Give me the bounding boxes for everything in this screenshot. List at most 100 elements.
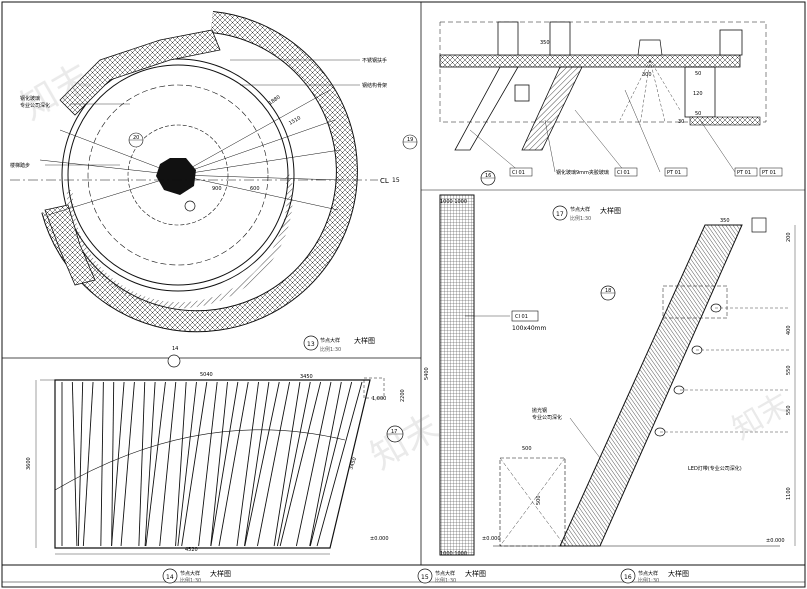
- d17-tags: CI 01 钢化玻璃9mm夹胶玻璃 CI 01 PT 01 PT 01 PT 0…: [509, 167, 783, 177]
- svg-text:17: 17: [556, 211, 564, 218]
- slat-line: [276, 381, 311, 547]
- title-16: 16 节点大样 大样图 比例1:30: [620, 568, 689, 584]
- dim-4520: 4520: [185, 547, 198, 553]
- svg-text:比例1:30: 比例1:30: [638, 577, 659, 584]
- dim-3600: 3600: [26, 457, 32, 470]
- svg-text:知末: 知末: [727, 387, 796, 447]
- dim-5400: 5400: [424, 367, 430, 380]
- svg-text:比例1:30: 比例1:30: [320, 346, 341, 353]
- svg-text:节点大样: 节点大样: [435, 570, 455, 577]
- svg-text:300: 300: [642, 72, 652, 78]
- d16-top-tag: 17 节点大样 大样图 比例1:30: [552, 205, 621, 222]
- slat-line: [175, 381, 187, 547]
- svg-text:15: 15: [421, 574, 429, 581]
- detail-14-elevation: 14 5040 4520 3600 3450 3450 1,000 2200 ±…: [26, 346, 406, 584]
- svg-text:20: 20: [133, 135, 139, 141]
- svg-text:大样图: 大样图: [465, 569, 486, 578]
- dim-1510: 1510: [288, 115, 302, 127]
- slat-line: [138, 381, 146, 547]
- slat-line: [244, 381, 270, 547]
- level-15: ±0.000: [482, 536, 501, 542]
- slat-line: [120, 381, 135, 547]
- svg-text:大样图: 大样图: [210, 569, 231, 578]
- slat-line: [159, 381, 177, 547]
- svg-text:CI 01: CI 01: [512, 170, 525, 176]
- svg-text:比例1:30: 比例1:30: [435, 577, 456, 584]
- svg-text:±0.000: ±0.000: [766, 538, 785, 544]
- dim-top-15: 1000 1000: [440, 199, 467, 205]
- svg-text:比例1:30: 比例1:30: [570, 215, 591, 222]
- svg-text:大样图: 大样图: [600, 206, 621, 215]
- svg-text:500: 500: [536, 495, 542, 505]
- svg-text:PT 01: PT 01: [737, 170, 751, 176]
- svg-text:200: 200: [786, 232, 792, 242]
- note-specialist: 专业公司深化: [20, 102, 50, 109]
- ref-17-circle: 17: [363, 377, 404, 443]
- slat-line: [210, 381, 239, 547]
- svg-text:50: 50: [695, 111, 701, 117]
- svg-text:50: 50: [695, 71, 701, 77]
- slat-line: [295, 381, 332, 547]
- slat-line: [71, 381, 78, 547]
- svg-text:14: 14: [166, 574, 174, 581]
- slat-line: [181, 381, 208, 547]
- detail-17-ceiling-section: 350 50 120 50 300 30 CI 01 钢化玻璃9mm夹胶玻璃 C…: [439, 21, 783, 177]
- svg-text:350: 350: [720, 218, 730, 224]
- dim-900: 900: [212, 186, 222, 192]
- svg-text:节点大样: 节点大样: [570, 206, 590, 213]
- led-fixture: [673, 385, 685, 395]
- svg-text:节点大样: 节点大样: [638, 570, 658, 577]
- slat-line: [144, 381, 156, 547]
- svg-text:18: 18: [605, 288, 611, 294]
- svg-text:专业公司深化: 专业公司深化: [532, 414, 562, 421]
- detail-15-column: 16 1000 1000 1000 1000 5400 CI 01 100x40…: [417, 170, 546, 584]
- ref-18: 18: [600, 285, 616, 301]
- svg-text:19: 19: [407, 137, 413, 143]
- title-13: 13 节点大样 大样图 比例1:30: [303, 335, 375, 353]
- slat-line: [309, 381, 353, 547]
- slat-line: [210, 381, 228, 547]
- detail-13-spiral-plan: CL 15 不锈钢扶手 钢结构骨架 钢化玻璃 专业公司深化 楼梯踏步 1880 …: [10, 11, 418, 353]
- svg-text:PT 01: PT 01: [667, 170, 681, 176]
- svg-text:大样图: 大样图: [668, 569, 689, 578]
- dim-600: 600: [250, 186, 260, 192]
- dim-2200: 2200: [400, 389, 406, 402]
- svg-text:知末: 知末: [364, 406, 447, 478]
- ref-19: 19: [402, 134, 418, 150]
- svg-text:500: 500: [522, 446, 532, 452]
- svg-text:比例1:30: 比例1:30: [180, 577, 201, 584]
- slat-line: [82, 381, 94, 547]
- svg-text:CI 01: CI 01: [515, 314, 528, 320]
- slat-line: [177, 381, 197, 547]
- d15-top-tag: 16: [480, 170, 496, 186]
- svg-text:14: 14: [172, 346, 178, 352]
- dim-1880: 1880: [268, 94, 282, 106]
- slat-line: [279, 381, 322, 547]
- svg-text:400: 400: [786, 325, 792, 335]
- slat-line: [111, 381, 115, 547]
- note-glass: 钢化玻璃: [20, 95, 40, 102]
- note-treads: 楼梯踏步: [10, 162, 30, 169]
- dim-bottom-15: 1000 1000: [440, 551, 467, 557]
- ref-20: 20: [128, 132, 144, 148]
- slat-line: [244, 381, 280, 547]
- svg-text:节点大样: 节点大样: [180, 570, 200, 577]
- dim-1000: 1,000: [372, 396, 386, 402]
- svg-text:节点大样: 节点大样: [320, 337, 340, 344]
- slat-line: [316, 381, 363, 547]
- level-14: ±0.000: [370, 536, 389, 542]
- slat-line: [257, 381, 291, 547]
- svg-text:LED灯带(专业公司深化): LED灯带(专业公司深化): [688, 465, 742, 472]
- slat-line: [100, 381, 104, 547]
- svg-text:16: 16: [624, 574, 632, 581]
- svg-text:550: 550: [786, 365, 792, 375]
- svg-text:550: 550: [786, 405, 792, 415]
- slat-line: [111, 381, 125, 547]
- title-15: 15 节点大样 大样图 比例1:30: [417, 568, 486, 584]
- dim-top-right: 3450: [300, 374, 313, 380]
- svg-text:13: 13: [307, 341, 315, 348]
- detail-16-inclined: 17 节点大样 大样图 比例1:30 18 350 200 400 550 55…: [493, 205, 796, 584]
- cl-tag: 15: [392, 177, 400, 184]
